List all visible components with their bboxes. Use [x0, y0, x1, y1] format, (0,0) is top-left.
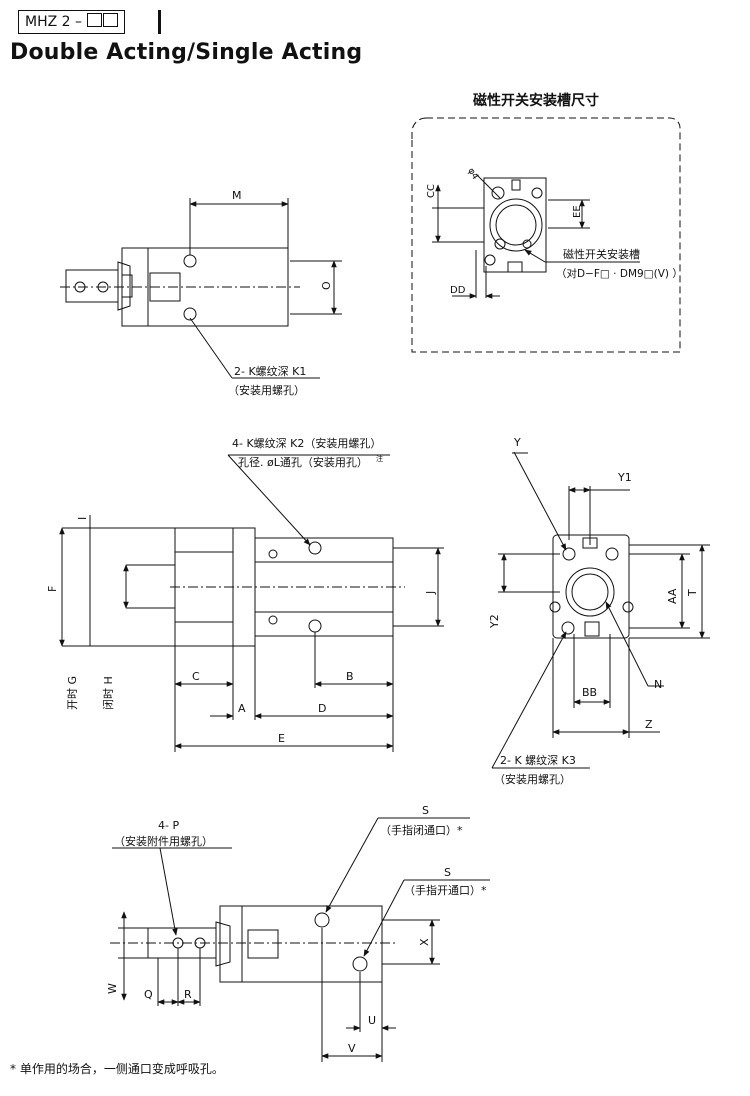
switch-groove-panel: [411, 117, 681, 353]
dim-i: I: [76, 517, 89, 520]
model-code-box: MHZ 2 –: [18, 10, 126, 34]
dim-t: T: [686, 589, 699, 597]
bore-outer: [489, 198, 543, 252]
top-note-line1: 2- K螺纹深 K1: [234, 364, 306, 378]
finger-jaw: [65, 269, 119, 303]
bottom-piston-block: [247, 929, 279, 959]
model-placeholder-square: [87, 13, 103, 27]
dim-g: 开时 G: [66, 676, 79, 710]
end-screw-hole: [605, 547, 619, 561]
dim-n: N: [654, 678, 662, 691]
dim-d: D: [318, 702, 326, 715]
groove-slot: [511, 179, 521, 191]
dim-u: U: [368, 1014, 376, 1027]
screw-hole: [494, 238, 506, 250]
thread-mark: [268, 549, 278, 559]
dim-aa: AA: [666, 588, 679, 604]
bottom-flange: [219, 905, 243, 983]
page-title: Double Acting/Single Acting: [10, 40, 363, 65]
dim-y: Y: [513, 436, 521, 449]
side-note-line2: 孔径. øL通孔（安装用孔）: [238, 455, 368, 469]
dim-b: B: [346, 670, 354, 683]
model-placeholder-square: [103, 13, 119, 27]
s-open-label: S: [444, 866, 451, 879]
dim-w: W: [106, 983, 119, 994]
mount-hole: [308, 619, 322, 633]
bottom-p-line1: 4- P: [158, 819, 179, 832]
end-note-line2: （安装用螺孔）: [494, 772, 571, 786]
groove-note: （对D−F□ · DM9□(V) ）: [556, 267, 683, 280]
model-prefix: MHZ 2 –: [25, 14, 83, 30]
dim-e: E: [278, 732, 285, 745]
dim-o: O: [320, 281, 333, 290]
thread-mark: [268, 615, 278, 625]
model-box-divider: [158, 10, 161, 34]
dim-r: R: [184, 988, 192, 1001]
end-screw-hole: [562, 547, 576, 561]
screw-hole: [531, 187, 543, 199]
bottom-view: [110, 817, 490, 1062]
panel-dashed-border: [411, 117, 681, 353]
panel-corner: [411, 117, 427, 140]
bottom-jaw-guide: [215, 921, 231, 967]
end-body-outline: [552, 534, 630, 639]
top-view: [60, 198, 342, 379]
phi4-label: φ4: [465, 167, 480, 182]
dim-q: Q: [144, 988, 153, 1001]
bore-inner: [495, 204, 537, 246]
bottom-body: [241, 905, 383, 983]
dim-m: M: [232, 189, 242, 202]
dim-cc: CC: [426, 184, 437, 198]
footnote: * 单作用的场合，一侧通口变成呼吸孔。: [10, 1062, 224, 1076]
end-view: [491, 451, 710, 769]
dim-v: V: [348, 1042, 356, 1055]
dim-y1: Y1: [617, 471, 632, 484]
groove-body-outline: [483, 177, 547, 273]
screw-hole: [522, 239, 532, 249]
s-open-note: （手指开通口）*: [404, 883, 487, 897]
dim-ee: EE: [572, 205, 583, 218]
dim-j: J: [424, 591, 437, 595]
side-note-line1: 4- K螺纹深 K2（安装用螺孔）: [232, 436, 381, 450]
dim-h: 闭时 H: [102, 676, 115, 710]
dim-y2: Y2: [488, 614, 501, 629]
port-open: [352, 956, 368, 972]
dim-bb: BB: [582, 686, 597, 699]
groove-slot: [507, 261, 523, 273]
end-screw-hole: [561, 621, 575, 635]
dim-a: A: [238, 702, 246, 715]
dim-c: C: [192, 670, 200, 683]
end-bore-outer: [565, 567, 615, 617]
jaw-guide: [117, 261, 131, 311]
mount-hole: [183, 307, 197, 321]
screw-hole: [491, 186, 505, 200]
dim-dd: DD: [450, 285, 466, 296]
s-close-note: （手指闭通口）*: [380, 823, 463, 837]
bottom-p-line2: （安装附件用螺孔）: [114, 834, 213, 848]
mount-hole: [183, 254, 197, 268]
top-note-line2: （安装用螺孔）: [228, 383, 305, 397]
end-bore-inner: [571, 573, 609, 611]
end-screw-hole: [549, 601, 561, 613]
mount-hole: [308, 541, 322, 555]
end-slot: [584, 621, 600, 637]
port-close: [314, 912, 330, 928]
groove-panel-title: 磁性开关安装槽尺寸: [473, 92, 599, 109]
end-note-line1: 2- K 螺纹深 K3: [500, 753, 576, 767]
dim-z: Z: [645, 718, 653, 731]
dim-f: F: [46, 586, 59, 592]
groove-label: 磁性开关安装槽: [563, 247, 640, 261]
side-note-sup: 注: [376, 454, 383, 463]
screw-hole: [484, 254, 496, 266]
dim-x: X: [418, 938, 431, 946]
s-close-label: S: [422, 804, 429, 817]
side-view: [59, 454, 444, 752]
end-screw-hole: [622, 601, 634, 613]
